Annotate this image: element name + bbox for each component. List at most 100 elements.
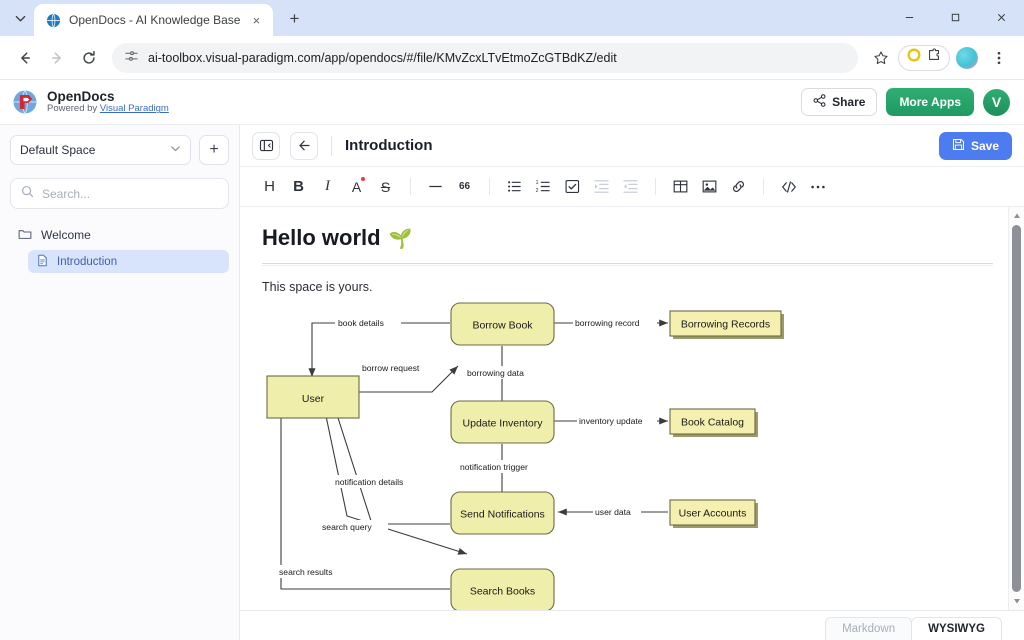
share-icon (813, 94, 826, 110)
puzzle-extension-icon[interactable] (926, 47, 942, 68)
heading-icon[interactable]: H (264, 178, 275, 195)
header-divider (331, 135, 332, 156)
data-flow-diagram[interactable]: User Borrow Book Update Inventory (262, 298, 993, 610)
flow-label-user-data: user data (593, 505, 641, 518)
node-borrow-book[interactable]: Borrow Book (450, 302, 555, 346)
tab-wysiwyg[interactable]: WYSIWYG (911, 617, 1002, 640)
flow-label-borrow-request: borrow request (360, 361, 437, 374)
save-disk-icon (952, 138, 965, 154)
new-tab-button[interactable]: + (289, 9, 300, 28)
sidebar-item-label: Introduction (57, 255, 118, 268)
three-dot-menu-icon[interactable] (984, 43, 1014, 73)
globe-icon (45, 12, 61, 28)
sidebar-search[interactable] (10, 178, 229, 209)
scroll-down-icon[interactable] (1010, 594, 1024, 608)
strikethrough-icon[interactable]: S (380, 178, 391, 195)
more-apps-button[interactable]: More Apps (886, 88, 974, 116)
minimize-button[interactable] (886, 0, 932, 34)
table-icon[interactable] (667, 173, 694, 200)
flow-label-borrowing-data: borrowing data (465, 366, 543, 379)
scrollbar-track[interactable] (1009, 223, 1024, 594)
site-settings-icon[interactable] (124, 49, 139, 67)
user-avatar[interactable]: V (983, 88, 1010, 116)
node-user-accounts-label: User Accounts (679, 508, 747, 520)
sidebar: Default Space + Welcome (0, 125, 240, 640)
scrollbar-thumb[interactable] (1012, 225, 1021, 592)
flow-label-inventory-update: inventory update (577, 414, 657, 427)
forward-button[interactable] (42, 43, 72, 73)
browser-toolbar: ai-toolbox.visual-paradigm.com/app/opend… (0, 36, 1024, 80)
space-name: Default Space (20, 143, 96, 157)
search-input[interactable] (42, 186, 218, 201)
maximize-button[interactable] (932, 0, 978, 34)
brand-name: OpenDocs (47, 88, 115, 104)
svg-text:borrow request: borrow request (362, 363, 420, 373)
link-icon[interactable] (725, 173, 752, 200)
svg-text:inventory update: inventory update (579, 416, 643, 426)
horizontal-rule-icon[interactable] (422, 173, 449, 200)
checklist-icon[interactable] (559, 173, 586, 200)
toggle-sidebar-button[interactable] (252, 131, 280, 160)
node-user-accounts[interactable]: User Accounts (669, 499, 758, 528)
document-paragraph: This space is yours. (262, 280, 373, 294)
url-text: ai-toolbox.visual-paradigm.com/app/opend… (148, 50, 617, 65)
svg-text:search results: search results (279, 567, 333, 577)
sidebar-item-introduction[interactable]: Introduction (28, 250, 229, 273)
image-icon[interactable] (696, 173, 723, 200)
indent-icon[interactable] (588, 173, 615, 200)
add-space-button[interactable]: + (199, 135, 229, 165)
flow-label-borrowing-record: borrowing record (573, 316, 657, 329)
node-update-inventory[interactable]: Update Inventory (450, 400, 555, 444)
node-update-inventory-label: Update Inventory (463, 418, 544, 430)
profile-avatar[interactable] (956, 46, 978, 69)
tab-search-dropdown-icon[interactable] (6, 4, 34, 32)
heading-text: Hello world (262, 225, 381, 250)
document-canvas[interactable]: Hello world 🌱 This space is yours. (240, 207, 1008, 610)
back-button[interactable] (10, 43, 40, 73)
outdent-icon[interactable] (617, 173, 644, 200)
tab-close-icon[interactable]: × (252, 12, 261, 28)
more-options-icon[interactable] (804, 173, 831, 200)
node-borrow-book-label: Borrow Book (472, 320, 533, 332)
blockquote-icon[interactable]: 66 (458, 181, 471, 192)
scroll-up-icon[interactable] (1010, 209, 1024, 223)
star-icon[interactable] (866, 43, 896, 73)
code-icon[interactable] (775, 173, 802, 200)
share-button[interactable]: Share (801, 88, 878, 116)
node-borrowing-records[interactable]: Borrowing Records (669, 310, 784, 339)
node-search-books[interactable]: Search Books (450, 568, 555, 610)
node-user[interactable]: User (266, 375, 360, 419)
flow-label-notification-details: notification details (333, 475, 427, 488)
space-selector[interactable]: Default Space (10, 135, 191, 165)
save-button[interactable]: Save (938, 131, 1012, 160)
svg-text:book details: book details (338, 318, 384, 328)
back-to-list-button[interactable] (290, 131, 318, 160)
node-book-catalog[interactable]: Book Catalog (669, 408, 758, 437)
close-window-button[interactable] (978, 0, 1024, 34)
save-label: Save (970, 138, 999, 153)
bold-icon[interactable]: B (293, 178, 304, 195)
browser-tab[interactable]: OpenDocs - AI Knowledge Base × (34, 4, 274, 36)
text-color-icon[interactable]: A (343, 173, 370, 200)
visual-paradigm-link[interactable]: Visual Paradigm (99, 103, 169, 115)
circle-badge-icon[interactable] (906, 47, 922, 68)
svg-text:notification details: notification details (335, 477, 403, 487)
node-send-notifications[interactable]: Send Notifications (450, 491, 555, 535)
tree-folder-welcome[interactable]: Welcome (10, 223, 229, 247)
reload-button[interactable] (74, 43, 104, 73)
extensions-pill[interactable] (898, 44, 950, 71)
heading-divider (262, 263, 993, 266)
tab-markdown[interactable]: Markdown (825, 617, 913, 640)
tab-strip: OpenDocs - AI Knowledge Base × + (0, 0, 1024, 36)
window-controls (886, 0, 1024, 34)
flow-borrow-request-line (358, 365, 459, 393)
chevron-down-icon (170, 143, 181, 157)
bullet-list-icon[interactable] (501, 173, 528, 200)
vertical-scrollbar[interactable] (1008, 207, 1024, 610)
italic-icon[interactable]: I (325, 178, 330, 194)
brand[interactable]: OpenDocs Powered by Visual Paradigm (12, 89, 169, 115)
address-bar[interactable]: ai-toolbox.visual-paradigm.com/app/opend… (112, 42, 858, 73)
flow-label-book-details: book details (335, 316, 401, 329)
